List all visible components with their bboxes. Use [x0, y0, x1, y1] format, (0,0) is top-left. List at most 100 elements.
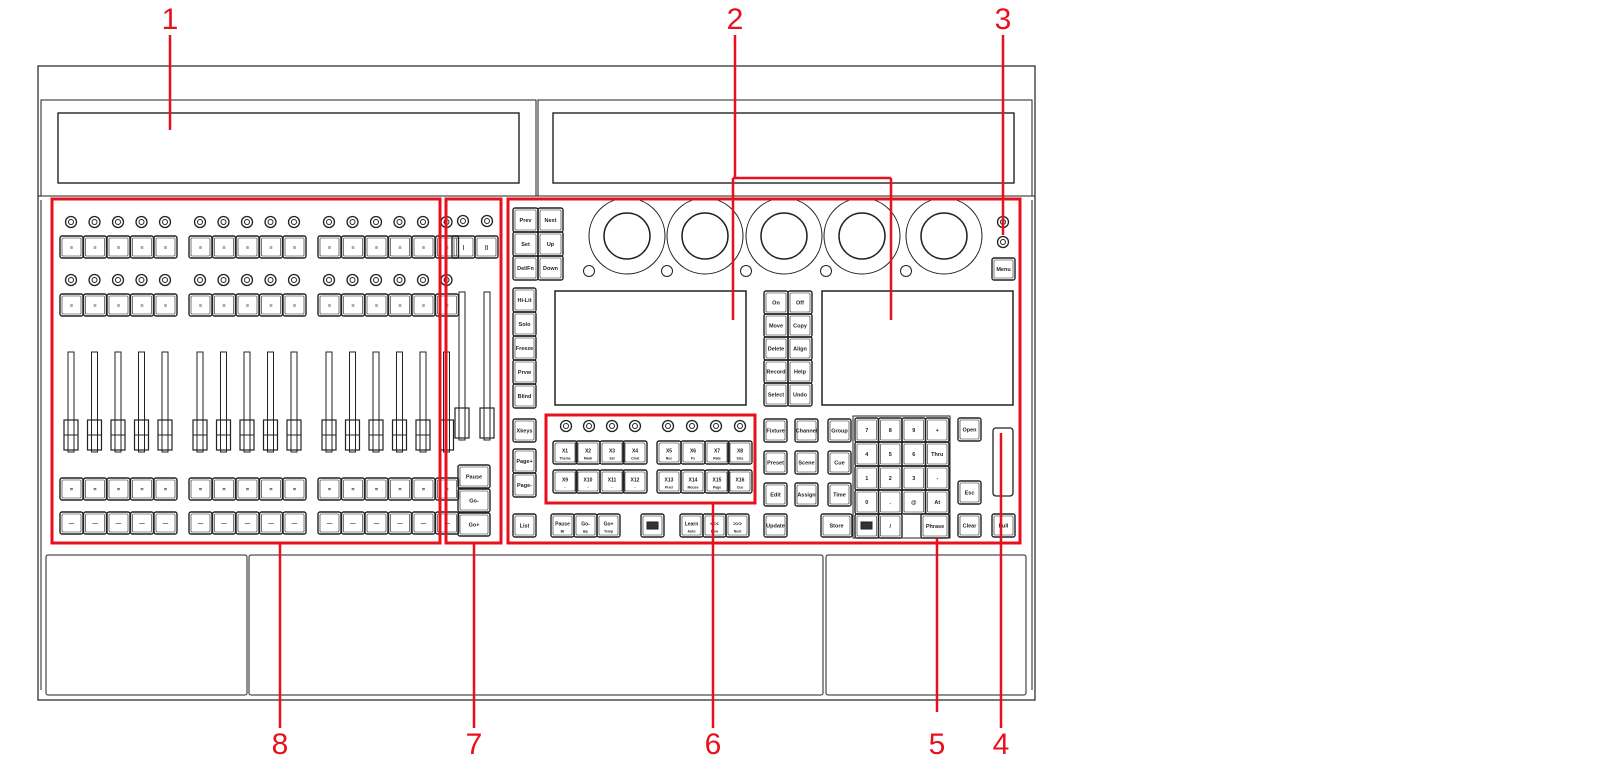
encoder-wheel[interactable]: [760, 212, 808, 260]
playback-knob[interactable]: [287, 273, 301, 287]
x-key[interactable]: [599, 469, 625, 494]
xkey-knob[interactable]: [709, 419, 723, 433]
encoder-wheel[interactable]: [920, 212, 968, 260]
encoder-button[interactable]: [661, 265, 673, 277]
open-button[interactable]: [957, 417, 982, 442]
object-key[interactable]: [794, 482, 819, 507]
playback-knob[interactable]: [240, 215, 254, 229]
playback-row-key[interactable]: [725, 513, 750, 538]
page-down-button[interactable]: [512, 472, 537, 498]
playback-select-button[interactable]: [153, 235, 178, 259]
playback-knob[interactable]: [158, 273, 172, 287]
encoder-button[interactable]: [900, 265, 912, 277]
playback-select-button[interactable]: [153, 293, 178, 317]
master-pause-button[interactable]: [457, 464, 491, 489]
object-key[interactable]: [827, 418, 852, 443]
function-key[interactable]: [787, 382, 813, 407]
playback-knob[interactable]: [111, 215, 125, 229]
playback-flash-button[interactable]: [153, 477, 178, 501]
x-key[interactable]: [622, 469, 648, 494]
playback-knob[interactable]: [346, 273, 359, 287]
playback-knob[interactable]: [158, 215, 172, 229]
encoder-button[interactable]: [740, 265, 752, 277]
esc-button[interactable]: [957, 480, 982, 505]
master-button-2[interactable]: [474, 235, 499, 259]
playback-flash-button[interactable]: [282, 477, 307, 501]
object-key[interactable]: [794, 450, 819, 475]
touch-screen-left[interactable]: [554, 290, 747, 406]
playback-knob[interactable]: [346, 215, 359, 229]
playback-knob[interactable]: [264, 273, 277, 287]
update-button[interactable]: [763, 513, 788, 538]
grand-master-fader[interactable]: [992, 427, 1014, 497]
xkeys-button[interactable]: [512, 418, 537, 443]
x-key[interactable]: [552, 440, 578, 465]
encoder-wheel[interactable]: [603, 212, 651, 260]
xkey-knob[interactable]: [661, 419, 675, 433]
object-key[interactable]: [794, 418, 819, 443]
object-key[interactable]: [763, 482, 788, 507]
touch-screen-right[interactable]: [821, 290, 1014, 406]
x-key[interactable]: [727, 469, 753, 494]
x-key[interactable]: [599, 440, 625, 465]
master-go+-button[interactable]: [457, 512, 491, 537]
playback-knob[interactable]: [64, 215, 78, 229]
x-key[interactable]: [552, 469, 578, 494]
playback-row-key[interactable]: [596, 513, 621, 538]
playback-knob[interactable]: [369, 215, 383, 229]
playback-knob[interactable]: [111, 273, 125, 287]
playback-knob[interactable]: [416, 215, 430, 229]
xkey-knob[interactable]: [733, 419, 747, 433]
xkey-knob[interactable]: [605, 419, 619, 433]
object-key[interactable]: [827, 450, 852, 475]
master-knob[interactable]: [456, 214, 470, 228]
playback-knob[interactable]: [217, 215, 230, 229]
playback-knob[interactable]: [135, 215, 148, 229]
playback-select-button[interactable]: [282, 235, 307, 259]
encoder-button[interactable]: [820, 265, 832, 277]
playback-select-button[interactable]: [282, 293, 307, 317]
object-key[interactable]: [827, 482, 852, 507]
playback-knob[interactable]: [64, 273, 78, 287]
x-key[interactable]: [704, 440, 730, 465]
playback-knob[interactable]: [416, 273, 430, 287]
encoder-wheel[interactable]: [681, 212, 729, 260]
encoder-wheel[interactable]: [838, 212, 886, 260]
keypad-key[interactable]: [920, 513, 950, 539]
playback-knob[interactable]: [264, 215, 277, 229]
x-key[interactable]: [622, 440, 648, 465]
playback-knob[interactable]: [135, 273, 148, 287]
playback-knob[interactable]: [193, 273, 207, 287]
nav-key[interactable]: [537, 255, 564, 281]
object-key[interactable]: [763, 418, 788, 443]
master-fader-cap[interactable]: [454, 407, 470, 439]
playback-knob[interactable]: [193, 215, 207, 229]
xkey-knob[interactable]: [628, 419, 642, 433]
playback-knob[interactable]: [322, 215, 336, 229]
object-key[interactable]: [763, 450, 788, 475]
playback-knob[interactable]: [240, 273, 254, 287]
playback-knob[interactable]: [88, 215, 101, 229]
playback-knob[interactable]: [88, 273, 101, 287]
full-button[interactable]: [991, 513, 1016, 538]
playback-go-button[interactable]: [282, 511, 307, 535]
blank-key[interactable]: [640, 513, 665, 538]
x-key[interactable]: [704, 469, 730, 494]
menu-knob[interactable]: [996, 235, 1010, 249]
master-fader-cap[interactable]: [479, 407, 495, 439]
keypad-key[interactable]: [877, 513, 903, 539]
clear-button[interactable]: [957, 513, 982, 538]
playback-knob[interactable]: [393, 215, 406, 229]
master-go--button[interactable]: [457, 488, 491, 513]
xkey-knob[interactable]: [582, 419, 596, 433]
playback-go-button[interactable]: [153, 511, 178, 535]
master-knob[interactable]: [480, 214, 494, 228]
list-button[interactable]: [512, 513, 537, 538]
xkey-knob[interactable]: [559, 419, 573, 433]
playback-knob[interactable]: [287, 215, 301, 229]
playback-knob[interactable]: [217, 273, 230, 287]
encoder-button[interactable]: [583, 265, 595, 277]
mode-key[interactable]: [512, 383, 537, 409]
playback-knob[interactable]: [393, 273, 406, 287]
playback-knob[interactable]: [369, 273, 383, 287]
